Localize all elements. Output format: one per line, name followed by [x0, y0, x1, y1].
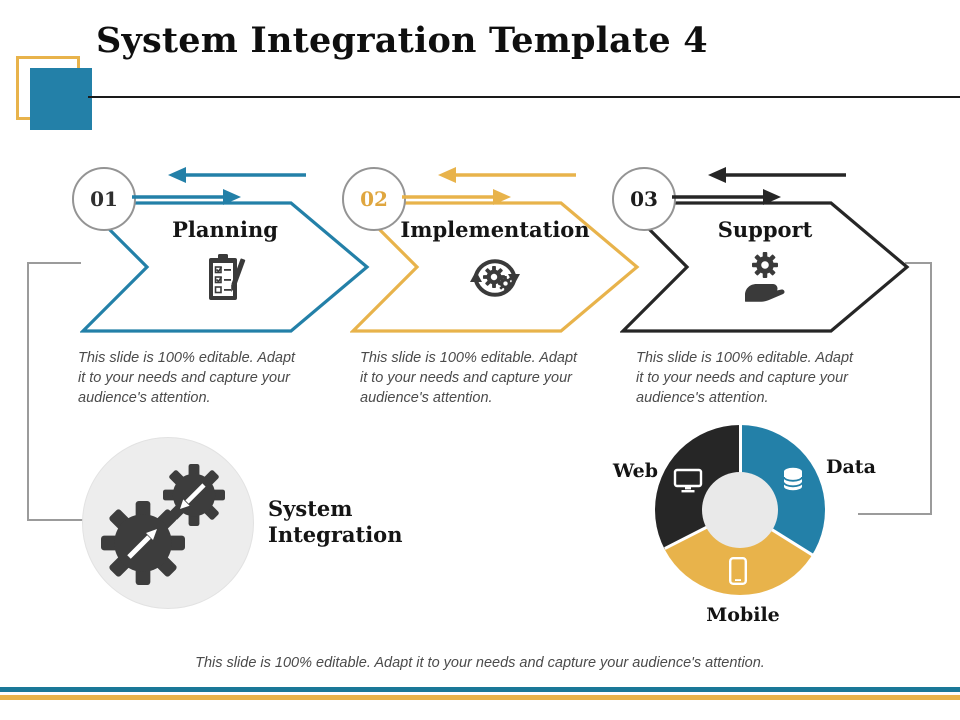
connector-left-vertical — [27, 262, 29, 520]
monitor-icon — [673, 468, 703, 493]
sync-gears-icon — [470, 259, 520, 297]
segment-label-web: Web — [612, 460, 658, 482]
hand-gear-icon — [745, 252, 785, 302]
step-label: Support — [717, 217, 813, 242]
database-icon — [783, 467, 803, 491]
step-description: This slide is 100% editable. Adapt it to… — [360, 350, 578, 406]
flow-arrows-gold — [402, 167, 576, 205]
step-description: This slide is 100% editable. Adapt it to… — [636, 350, 854, 406]
step-number: 02 — [360, 187, 388, 211]
donut-center — [702, 472, 778, 548]
connector-right-vertical — [930, 262, 932, 515]
connector-right-bottom — [858, 513, 931, 515]
connector-left-top — [27, 262, 81, 264]
step-number: 01 — [90, 187, 118, 211]
footer-gold-bar — [0, 695, 960, 700]
connector-left-bottom — [27, 519, 83, 521]
flow-arrows-blue — [132, 167, 306, 205]
step-description: This slide is 100% editable. Adapt it to… — [78, 350, 296, 406]
teal-accent-square — [30, 68, 92, 130]
flow-arrows-dark — [672, 167, 846, 205]
page-title: System Integration Template 4 — [96, 20, 708, 61]
step-label: Planning — [172, 217, 278, 242]
platform-donut-chart — [655, 425, 825, 595]
step-number-badge: 01 — [72, 167, 136, 231]
hub-label: System Integration — [268, 496, 403, 548]
segment-label-mobile: Mobile — [706, 604, 780, 626]
connector-right-top — [905, 262, 931, 264]
footer-note: This slide is 100% editable. Adapt it to… — [195, 655, 765, 671]
chevron-support — [620, 201, 910, 333]
smartphone-icon — [729, 557, 748, 586]
step-number-badge: 03 — [612, 167, 676, 231]
system-integration-hub — [82, 437, 254, 609]
footer-teal-bar — [0, 687, 960, 692]
step-label: Implementation — [400, 217, 590, 242]
segment-label-data: Data — [826, 456, 876, 478]
step-number: 03 — [630, 187, 658, 211]
step-number-badge: 02 — [342, 167, 406, 231]
clipboard-checklist-icon — [209, 254, 246, 300]
double-gears-icon — [101, 464, 225, 585]
title-underline — [88, 96, 960, 98]
